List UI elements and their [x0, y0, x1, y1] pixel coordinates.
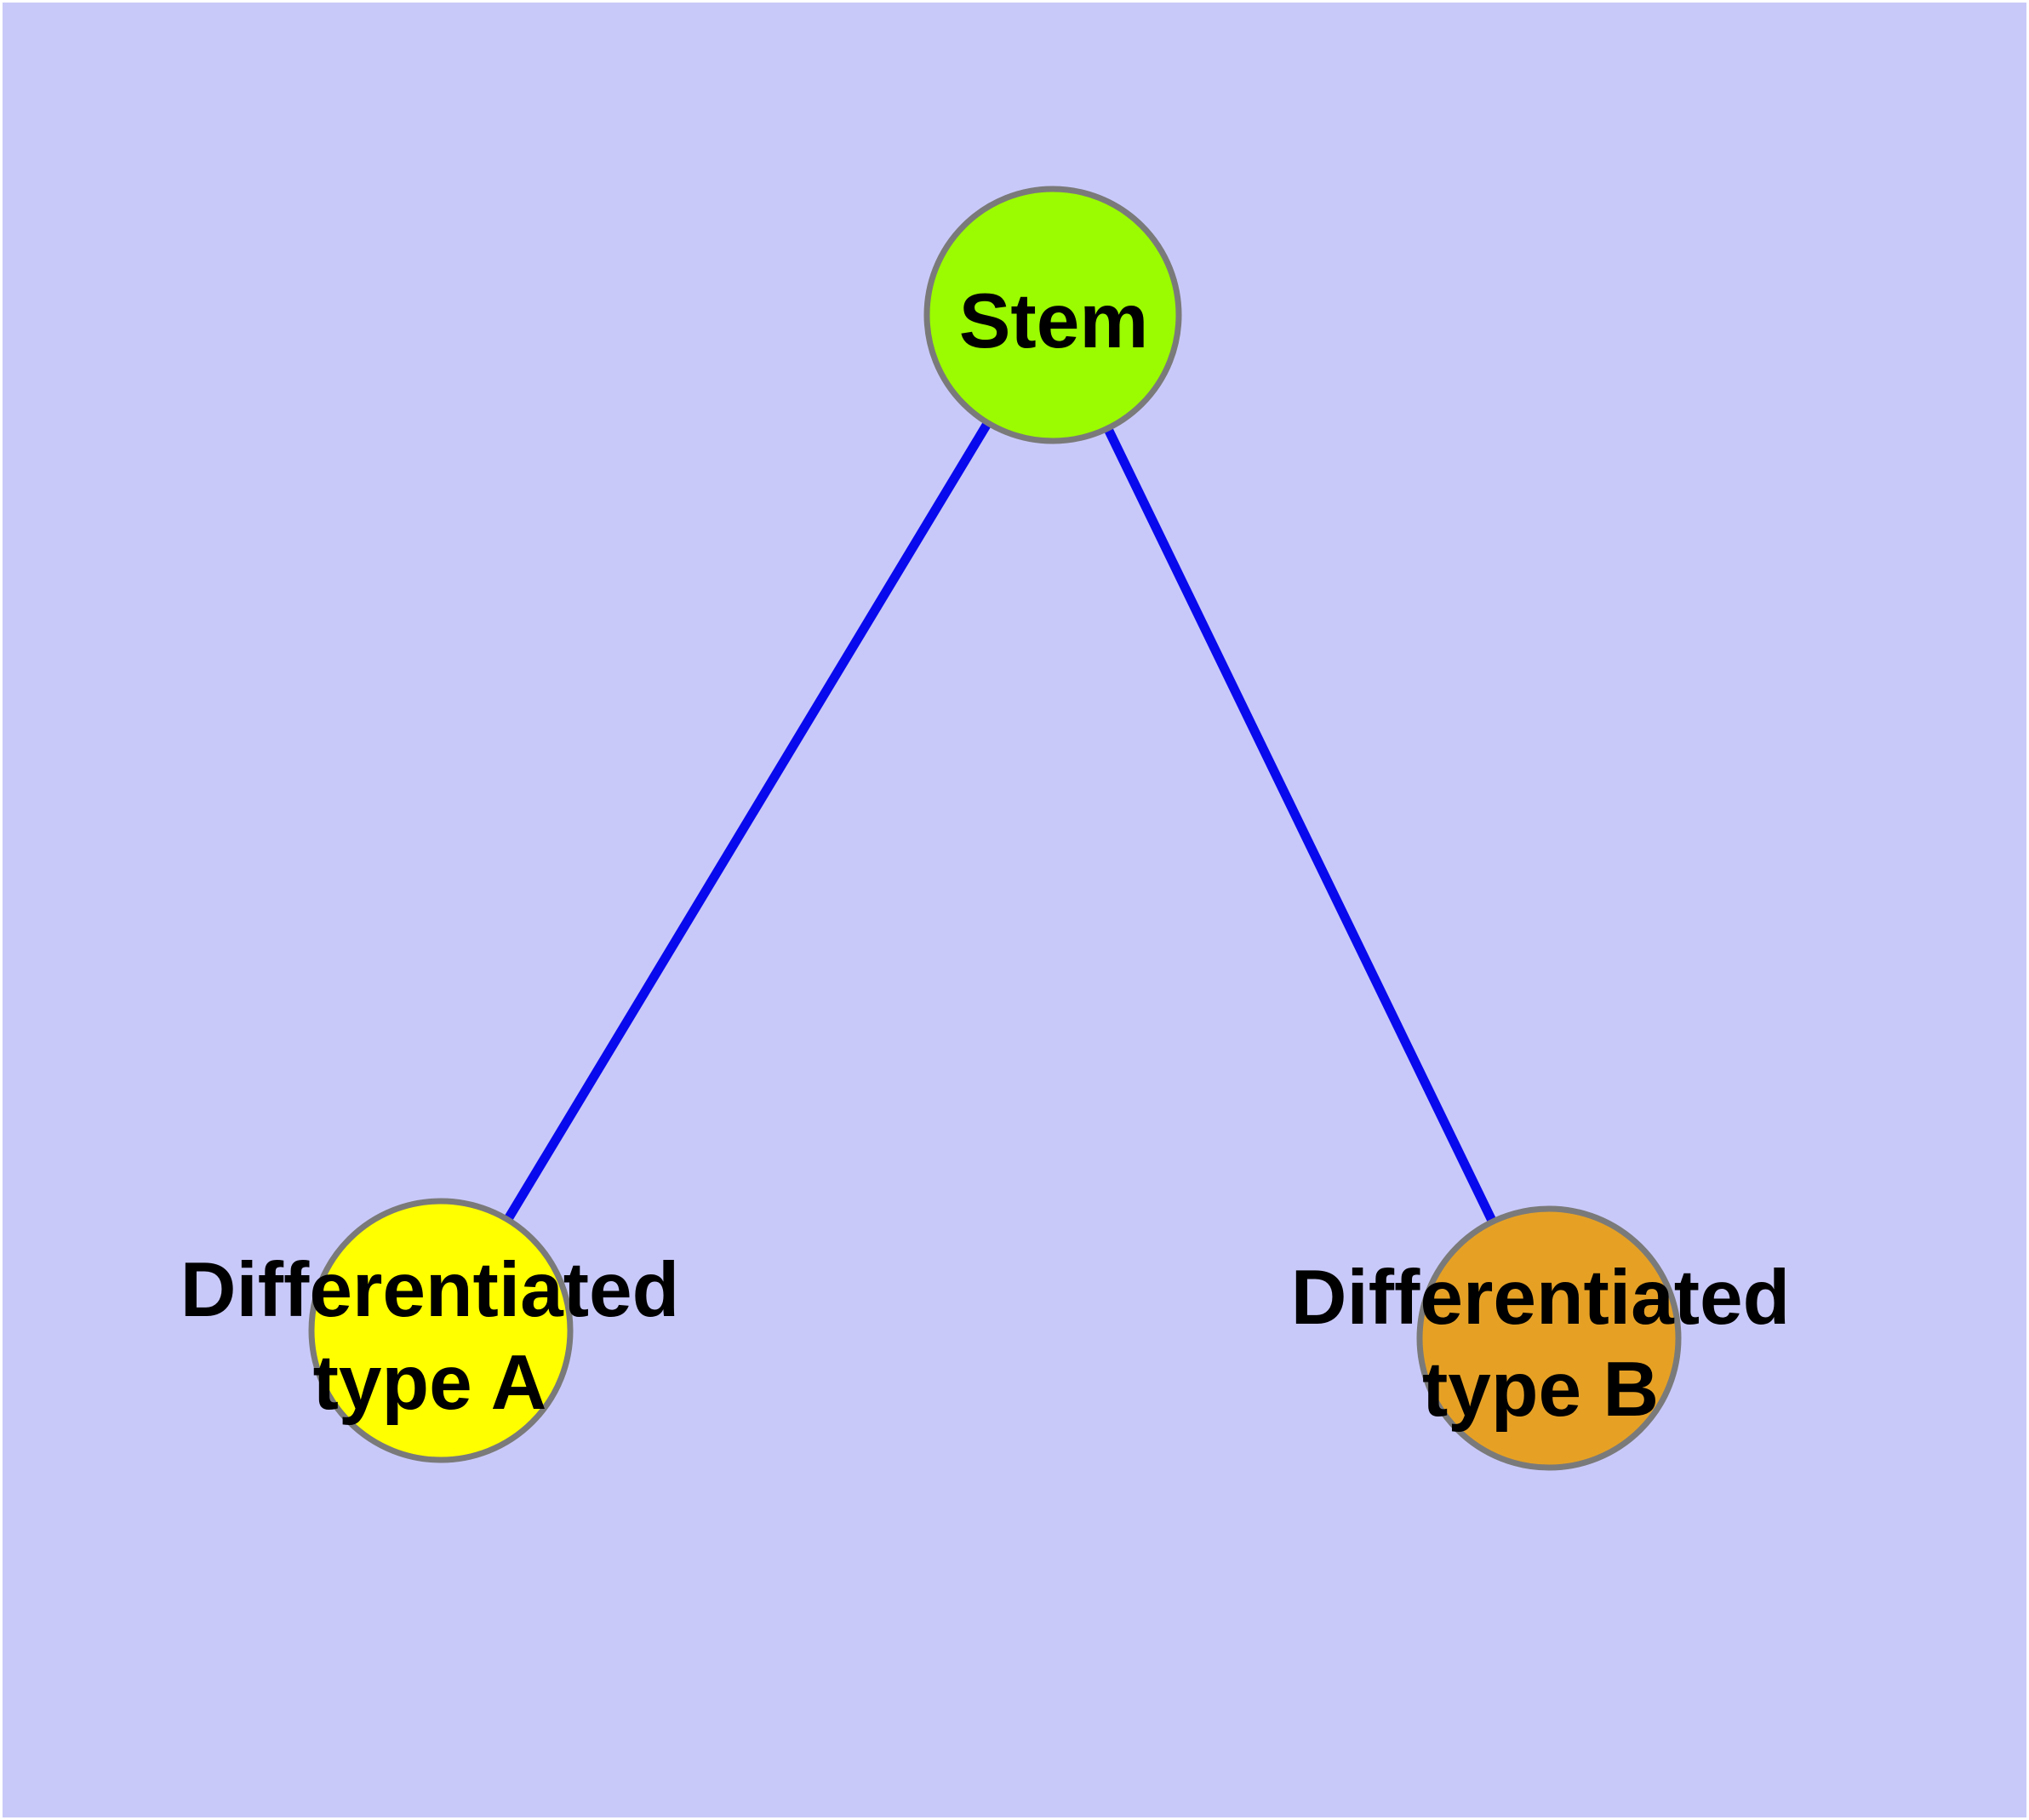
node-label-stem-line-1: Stem	[959, 278, 1149, 364]
node-stem	[923, 186, 1182, 444]
edge-stem-to-differentiated-type-b	[1049, 312, 1553, 1341]
node-label-differentiated-type-a-line-2: type A	[313, 1340, 547, 1426]
node-differentiated-type-b	[1416, 1205, 1682, 1471]
node-label-differentiated-type-b-line-1: Differentiated	[1291, 1255, 1791, 1341]
edge-stem-to-differentiated-type-a	[437, 312, 1057, 1333]
node-differentiated-type-a	[308, 1198, 574, 1463]
node-label-differentiated-type-b-line-2: type B	[1422, 1347, 1659, 1433]
node-label-differentiated-type-a-line-1: Differentiated	[180, 1247, 680, 1333]
